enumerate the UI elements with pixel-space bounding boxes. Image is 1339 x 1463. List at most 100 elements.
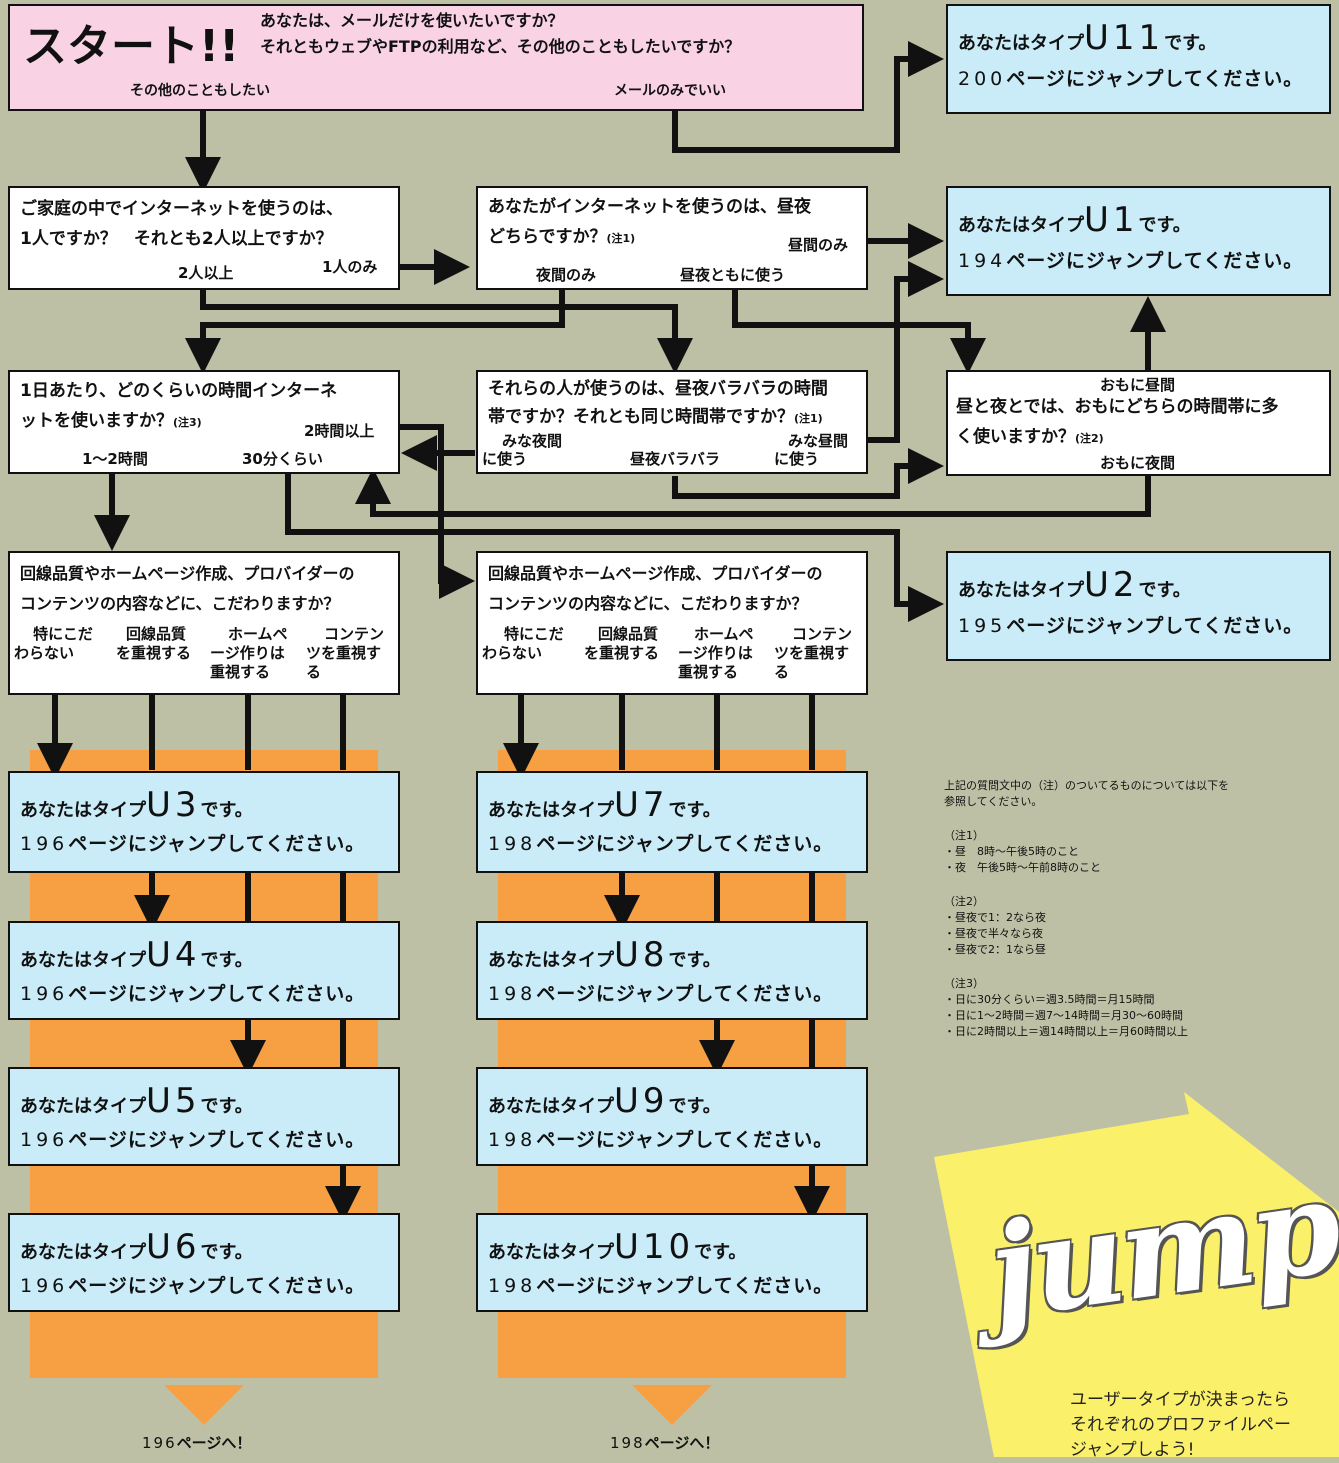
result-suffix: です。 [200, 800, 253, 821]
daynight-line-2: どちらですか？(注1) [488, 222, 635, 254]
result-u8-type: あなたはタイプU8です。 [488, 935, 721, 975]
result-prefix: あなたはタイプ [958, 580, 1084, 601]
page-suffix: ページにジャンプしてください。 [68, 1275, 366, 1297]
option-two-hours-plus: 2時間以上 [304, 422, 375, 440]
result-suffix: です。 [694, 1242, 747, 1263]
daynight-line-1: あなたがインターネットを使うのは、昼夜 [488, 197, 811, 217]
question-hours-per-day: 1日あたり、どのくらいの時間インターネ ットを使いますか？(注3) 2時間以上 … [8, 370, 400, 474]
option-left-line-quality: 回線品質を重視する [116, 625, 191, 663]
type-code: U6 [146, 1227, 201, 1267]
note-3-title: （注3） [944, 977, 984, 990]
start-question-line-1: あなたは、メールだけを使いたいですか？ [260, 11, 564, 30]
page-suffix: ページにジャンプしてください。 [536, 983, 834, 1005]
jump-arrow-graphic [934, 1092, 1339, 1457]
page-suffix: ページにジャンプしてください。 [536, 833, 834, 855]
opt-r2a: 回線品質 [598, 625, 659, 643]
pref-left-line-2: コンテンツの内容などに、こだわりますか？ [20, 594, 340, 613]
option-all-night-a: みな夜間 [502, 432, 563, 450]
result-u9-type: あなたはタイプU9です。 [488, 1081, 721, 1121]
start-box: スタート!! あなたは、メールだけを使いたいですか？ それともウェブやFTPの利… [8, 4, 864, 111]
question-preference-left: 回線品質やホームページ作成、プロバイダーの コンテンツの内容などに、こだわります… [8, 551, 400, 695]
timezone-line-1: それらの人が使うのは、昼夜バラバラの時間 [488, 379, 828, 399]
option-two-or-more: 2人以上 [178, 264, 234, 282]
option-one-person: 1人のみ [322, 258, 378, 276]
result-u6-page: 196ページにジャンプしてください。 [20, 1271, 365, 1298]
result-u2-page: 195ページにジャンプしてください。 [958, 611, 1303, 638]
option-all-night-b: に使う [482, 450, 528, 468]
daynight-line-2-text: どちらですか？ [488, 227, 607, 247]
opt-l2a: 回線品質 [126, 625, 187, 643]
result-u9-page: 198ページにジャンプしてください。 [488, 1125, 833, 1152]
note-ref-1b: (注1) [794, 412, 823, 425]
result-u5-page: 196ページにジャンプしてください。 [20, 1125, 365, 1152]
opt-r4c: る [774, 663, 790, 681]
opt-r1a: 特にこだ [504, 625, 564, 643]
option-mail-only: メールのみでいい [614, 83, 726, 99]
page-suffix: ページにジャンプしてください。 [68, 1129, 366, 1151]
type-code: U7 [614, 785, 669, 825]
result-prefix: あなたはタイプ [20, 1242, 146, 1263]
option-other-too: その他のこともしたい [130, 83, 270, 99]
result-prefix: あなたはタイプ [488, 1242, 614, 1263]
result-suffix: です。 [668, 1096, 721, 1117]
result-u4: あなたはタイプU4です。 196ページにジャンプしてください。 [8, 921, 400, 1020]
notes-intro-1: 上記の質問文中の（注）のついてるものについては以下を [944, 779, 1230, 792]
hours-line-2: ットを使いますか？(注3) [20, 406, 202, 438]
result-u11-page: 200ページにジャンプしてください。 [958, 64, 1303, 91]
result-u7-page: 198ページにジャンプしてください。 [488, 829, 833, 856]
type-code: U2 [1084, 565, 1139, 605]
result-u1-page: 194ページにジャンプしてください。 [958, 246, 1303, 273]
page-suffix: ページにジャンプしてください。 [536, 1129, 834, 1151]
result-suffix: です。 [1138, 215, 1191, 236]
mostly-line-2: く使いますか？(注2) [956, 422, 1104, 454]
jump-line-1: ユーザータイプが決まったら [1070, 1390, 1290, 1410]
start-question-line-2: それともウェブやFTPの利用など、その他のこともしたいですか？ [260, 37, 741, 56]
notes-intro-2: 参照してください。 [944, 795, 1043, 808]
result-u1: あなたはタイプU1です。 194ページにジャンプしてください。 [946, 186, 1331, 296]
note-2-b: ・昼夜で半々なら夜 [944, 927, 1043, 940]
note-ref-1: (注1) [606, 232, 636, 245]
option-right-no-preference: 特にこだわらない [482, 625, 564, 663]
mostly-line-1: 昼と夜とでは、おもにどちらの時間帯に多 [956, 397, 1279, 417]
result-prefix: あなたはタイプ [488, 800, 614, 821]
result-u9: あなたはタイプU9です。 198ページにジャンプしてください。 [476, 1067, 868, 1166]
type-code: U5 [146, 1081, 201, 1121]
note-ref-2: (注2) [1075, 432, 1104, 445]
opt-l4a: コンテン [324, 625, 385, 643]
option-all-day-b: に使う [774, 450, 820, 468]
result-suffix: です。 [668, 800, 721, 821]
note-1-b: ・夜 午後5時～午前8時のこと [944, 861, 1101, 874]
pref-left-line-1: 回線品質やホームページ作成、プロバイダーの [20, 564, 355, 583]
option-mostly-day: おもに昼間 [1100, 376, 1176, 394]
note-2-a: ・昼夜で1：2なら夜 [944, 911, 1046, 924]
page-number: 196 [20, 983, 69, 1005]
option-day-only: 昼間のみ [788, 236, 849, 254]
timezone-line-2: 帯ですか？それとも同じ時間帯ですか？(注1) [488, 402, 823, 434]
type-code: U1 [1084, 200, 1139, 240]
page-number: 194 [958, 250, 1007, 272]
opt-r4b: ツを重視す [774, 644, 850, 662]
result-u6-type: あなたはタイプU6です。 [20, 1227, 253, 1267]
result-u10: あなたはタイプU10です。 198ページにジャンプしてください。 [476, 1213, 868, 1312]
result-suffix: です。 [1138, 580, 1191, 601]
option-night-only: 夜間のみ [536, 266, 597, 284]
result-u11: あなたはタイプU11です。 200ページにジャンプしてください。 [946, 4, 1331, 114]
type-code: U11 [1084, 18, 1165, 58]
opt-r3b: ージ作りは [678, 644, 753, 662]
goto-page-number: 198 [610, 1434, 645, 1452]
jump-line-3: ジャンプしよう! [1070, 1440, 1195, 1460]
result-suffix: です。 [200, 1096, 253, 1117]
opt-l3a: ホームペ [228, 625, 288, 643]
down-triangle-right [632, 1385, 712, 1425]
result-suffix: です。 [200, 1242, 253, 1263]
household-line-1: ご家庭の中でインターネットを使うのは、 [20, 199, 343, 219]
goto-suffix: ページへ！ [644, 1434, 720, 1452]
note-1-title: （注1） [944, 829, 984, 842]
note-1-a: ・昼 8時～午後5時のこと [944, 845, 1079, 858]
result-u5-type: あなたはタイプU5です。 [20, 1081, 253, 1121]
option-all-day-a: みな昼間 [788, 432, 849, 450]
option-left-contents: コンテンツを重視する [306, 625, 384, 682]
opt-r4a: コンテン [792, 625, 853, 643]
opt-l3c: 重視する [210, 663, 271, 681]
page-suffix: ページにジャンプしてください。 [1006, 250, 1304, 272]
